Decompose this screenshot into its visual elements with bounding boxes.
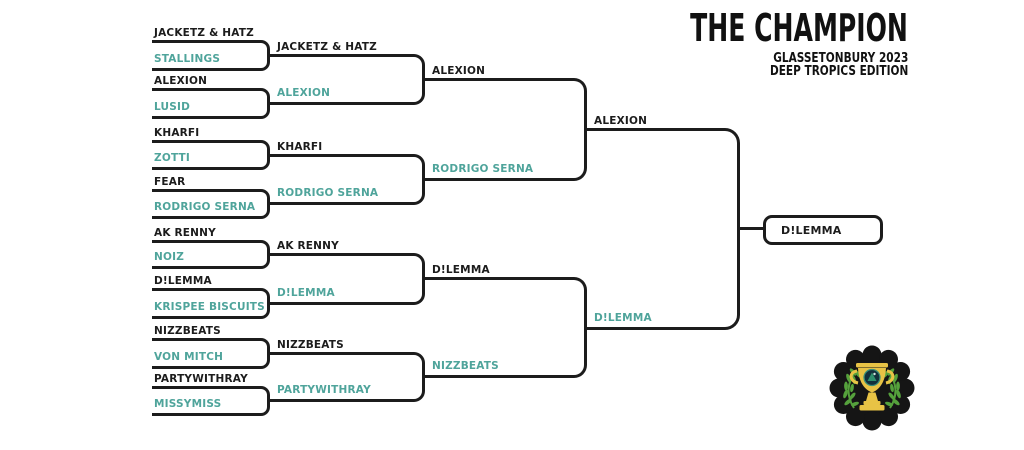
event-subtitle: GLASSETONBURY 2023 DEEP TROPICS EDITION (769, 50, 908, 79)
trophy-emblem-icon (863, 368, 881, 387)
page-title: THE CHAMPION (690, 6, 908, 50)
match-round1-4: FEAR RODRIGO SERNA (152, 176, 270, 219)
player-name: D!LEMMA (154, 275, 212, 287)
player-name: PARTYWITHRAY (154, 373, 248, 385)
player-name: KRISPEE BISCUITS (154, 301, 265, 313)
player-name: NIZZBEATS (277, 339, 344, 351)
player-name: RODRIGO SERNA (432, 163, 534, 175)
player-name: KHARFI (277, 141, 323, 153)
player-name: LUSID (154, 101, 191, 113)
player-name: D!LEMMA (277, 287, 335, 299)
player-name: PARTYWITHRAY (277, 384, 371, 396)
match-round1-6: D!LEMMA KRISPEE BISCUITS (152, 275, 270, 319)
player-name: STALLINGS (154, 53, 221, 65)
player-name: RODRIGO SERNA (277, 187, 379, 199)
player-name: AK RENNY (277, 240, 339, 252)
player-name: VON MITCH (154, 351, 224, 363)
player-name: RODRIGO SERNA (154, 201, 256, 213)
subtitle-line-1: GLASSETONBURY 2023 (772, 50, 908, 66)
match-round1-2: ALEXION LUSID (152, 75, 270, 119)
player-name: D!LEMMA (432, 264, 490, 276)
match-round2-2: KHARFI RODRIGO SERNA (267, 141, 425, 205)
match-round2-4: NIZZBEATS PARTYWITHRAY (267, 339, 425, 402)
match-semifinal-2: D!LEMMA NIZZBEATS (422, 264, 587, 378)
match-round2-1: JACKETZ & HATZ ALEXION (267, 41, 425, 105)
match-semifinal-1: ALEXION RODRIGO SERNA (422, 65, 587, 181)
player-name: ALEXION (277, 87, 331, 99)
player-name: KHARFI (154, 127, 200, 139)
player-name: ALEXION (594, 115, 648, 127)
match-round1-5: AK RENNY NOIZ (152, 227, 270, 269)
match-round1-8: PARTYWITHRAY MISSYMISS (152, 373, 270, 416)
player-name: NIZZBEATS (154, 325, 221, 337)
match-round2-3: AK RENNY D!LEMMA (267, 240, 425, 305)
player-name: JACKETZ & HATZ (277, 41, 377, 53)
match-final: ALEXION D!LEMMA (584, 115, 740, 330)
player-name: D!LEMMA (594, 312, 652, 324)
trophy-badge-logo (829, 345, 915, 431)
player-name: FEAR (154, 176, 186, 188)
player-name: ALEXION (154, 75, 208, 87)
player-name: ZOTTI (154, 152, 191, 164)
player-name: NIZZBEATS (432, 360, 499, 372)
champion-name: D!LEMMA (781, 223, 842, 237)
player-name: NOIZ (154, 251, 185, 263)
player-name: JACKETZ & HATZ (154, 27, 254, 39)
header: THE CHAMPION GLASSETONBURY 2023 DEEP TRO… (578, 8, 908, 79)
subtitle-line-2: DEEP TROPICS EDITION (769, 63, 908, 79)
champion-box: D!LEMMA (763, 215, 883, 245)
match-round1-7: NIZZBEATS VON MITCH (152, 325, 270, 369)
match-round1-3: KHARFI ZOTTI (152, 127, 270, 170)
match-round1-1: JACKETZ & HATZ STALLINGS (152, 27, 270, 71)
player-name: ALEXION (432, 65, 486, 77)
player-name: AK RENNY (154, 227, 216, 239)
champion-connector-line (740, 227, 766, 230)
player-name: MISSYMISS (154, 398, 222, 410)
